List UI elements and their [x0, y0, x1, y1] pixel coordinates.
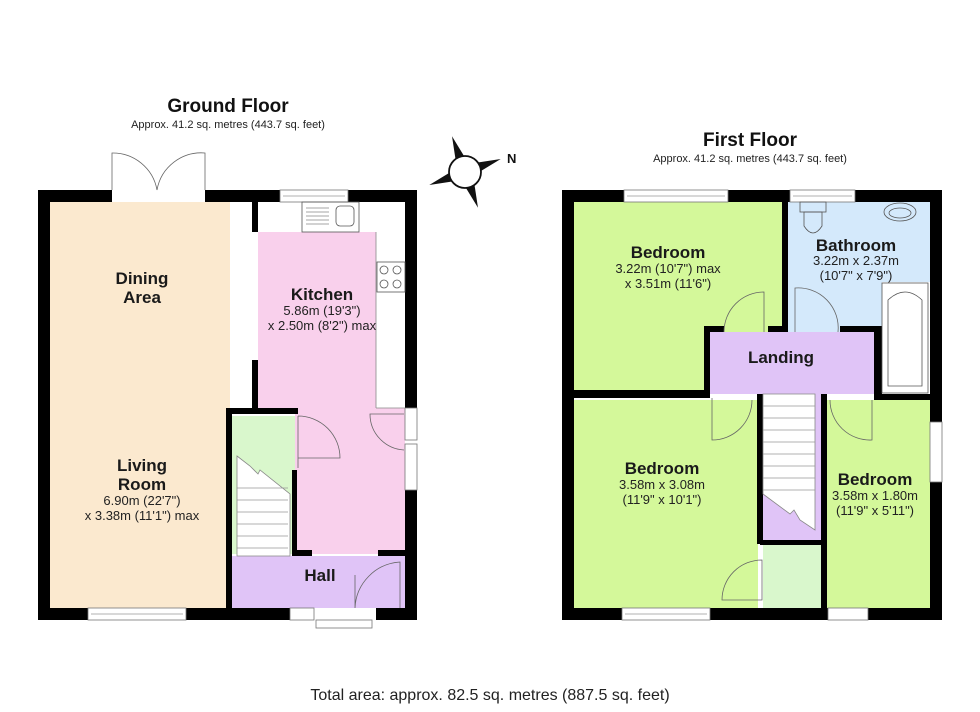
wall [226, 408, 232, 608]
wall [348, 190, 417, 202]
door [369, 413, 405, 451]
window [289, 607, 315, 621]
room-label-bedroom-1: Bedroom [631, 243, 706, 262]
bathtub-icon [881, 282, 929, 394]
landing [710, 332, 874, 394]
window [827, 607, 869, 621]
door [721, 559, 763, 601]
first-floor-title: First Floor [703, 130, 798, 151]
wall [562, 608, 622, 620]
first-floor-area: Approx. 41.2 sq. metres (443.7 sq. feet) [653, 153, 847, 165]
room-dimension-bedroom-1-line2: x 3.51m (11'6") [625, 276, 711, 291]
room-dimension-bedroom-1: 3.22m (10'7") max [615, 261, 721, 276]
room-dimension-bedroom-3: 3.58m x 1.80m [832, 488, 918, 503]
ground-floor-area: Approx. 41.2 sq. metres (443.7 sq. feet) [131, 119, 325, 131]
wall [252, 202, 258, 232]
window [404, 407, 418, 441]
room-dimension-kitchen-line2: x 2.50m (8'2") max [268, 318, 377, 333]
room-dimension-bathroom: 3.22m x 2.37m [813, 253, 899, 268]
room-dimension-bathroom-line2: (10'7" x 7'9") [820, 268, 893, 283]
cupboard [763, 544, 821, 608]
staircase-icon [762, 393, 816, 531]
wall [728, 190, 790, 202]
french-doors [111, 152, 206, 191]
wall [782, 202, 788, 332]
kitchen-sink-icon [301, 201, 360, 233]
wall [562, 190, 624, 202]
wall [38, 190, 112, 202]
first-floor-plan: First Floor Approx. 41.2 sq. metres (443… [562, 130, 943, 621]
wall [38, 190, 50, 620]
door [297, 415, 341, 468]
total-area: Total area: approx. 82.5 sq. metres (887… [310, 687, 669, 704]
kitchen-lower [295, 408, 405, 554]
wall [252, 360, 258, 410]
wall [930, 190, 942, 422]
room-label-bedroom-2: Bedroom [625, 459, 700, 478]
door [829, 399, 873, 441]
front-door [354, 561, 401, 609]
wall [874, 394, 930, 400]
wall [704, 326, 710, 394]
ground-floor-plan: Ground Floor Approx. 41.2 sq. metres (44… [38, 96, 418, 629]
wall [768, 326, 788, 332]
room-dimension-bedroom-2-line2: (11'9" x 10'1") [623, 492, 702, 507]
room-label-bathroom: Bathroom [816, 236, 896, 255]
ground-floor-title: Ground Floor [167, 96, 289, 117]
room-label-bedroom-3: Bedroom [838, 470, 913, 489]
wall [292, 550, 312, 556]
room-label-living-line2: Room [118, 475, 166, 494]
room-dimension-kitchen: 5.86m (19'3") [283, 303, 360, 318]
room-dimension-bedroom-2: 3.58m x 3.08m [619, 477, 705, 492]
wall [562, 190, 574, 620]
wall [757, 394, 763, 544]
bedroom-2 [574, 400, 758, 608]
compass-north-label: N [507, 151, 516, 166]
living-dining-room [50, 202, 230, 608]
wall [821, 394, 827, 608]
room-label-dining-line2: Area [123, 288, 161, 307]
wall [710, 608, 828, 620]
bedroom-3 [825, 400, 930, 608]
wall [226, 408, 298, 414]
room-label-kitchen: Kitchen [291, 285, 353, 304]
wall [868, 608, 942, 620]
room-label-living: Living [117, 456, 167, 475]
wall [874, 326, 882, 396]
hall-room [232, 556, 405, 608]
window [404, 443, 418, 491]
wall [574, 390, 710, 398]
wall [376, 608, 417, 620]
wall [855, 190, 942, 202]
wall [704, 326, 724, 332]
door [711, 398, 753, 441]
wall [378, 550, 408, 556]
wall [840, 326, 882, 332]
door [794, 287, 839, 333]
room-label-landing: Landing [748, 348, 814, 367]
room-label-hall: Hall [304, 566, 335, 585]
wall [38, 608, 88, 620]
wall [930, 482, 942, 620]
wall [405, 490, 417, 620]
room-label-dining: Dining [116, 269, 169, 288]
wall [205, 190, 280, 202]
room-dimension-living-line2: x 3.38m (11'1") max [85, 508, 200, 523]
wall [292, 470, 297, 556]
wall [760, 540, 824, 545]
toilet-icon [799, 201, 827, 234]
compass-icon: N [429, 136, 516, 208]
room-dimension-living: 6.90m (22'7") [103, 493, 180, 508]
wall [186, 608, 290, 620]
kitchen-room [258, 232, 376, 408]
window [929, 421, 943, 483]
door [723, 291, 765, 333]
basin-icon [883, 202, 917, 222]
room-dimension-bedroom-3-line2: (11'9" x 5'11") [836, 503, 914, 518]
front-door-step [315, 619, 373, 629]
hob-icon [376, 261, 406, 293]
staircase-icon [236, 455, 291, 557]
wall [405, 190, 417, 408]
